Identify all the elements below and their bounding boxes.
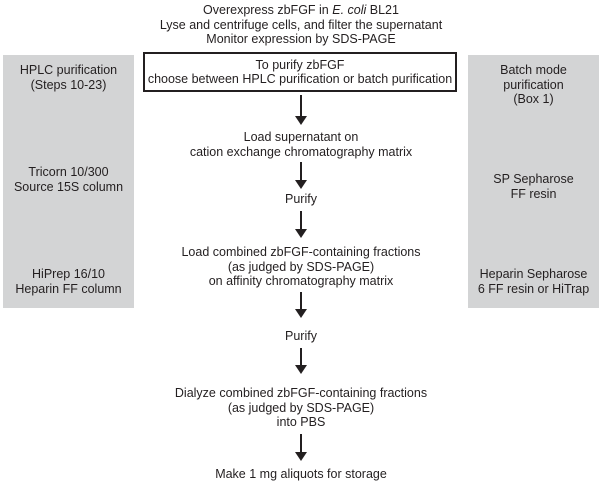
dialyze-line-3: into PBS bbox=[276, 415, 326, 429]
batch-panel-title: Batch mode purification (Box 1) bbox=[470, 63, 597, 107]
arrow-down-icon bbox=[294, 162, 308, 189]
arrow-down-icon bbox=[294, 292, 308, 318]
arrow-head bbox=[295, 229, 307, 238]
step-dialyze: Dialyze combined zbFGF-containing fracti… bbox=[146, 386, 456, 430]
step-purify-1: Purify bbox=[285, 192, 317, 206]
arrow-head bbox=[295, 309, 307, 318]
arrow-shaft bbox=[300, 95, 302, 116]
hplc-title-line-1: HPLC purification bbox=[19, 63, 118, 77]
arrow-head bbox=[295, 116, 307, 125]
load-affinity-line-1: Load combined zbFGF-containing fractions bbox=[181, 245, 421, 259]
batch-title-line-2: purification bbox=[503, 77, 564, 92]
arrow-shaft bbox=[300, 211, 302, 229]
tricorn-column-line-2: Source 15S column bbox=[13, 179, 124, 194]
header-line-2: Lyse and centrifuge cells, and filter th… bbox=[159, 17, 443, 32]
load-affinity-line-3: on affinity chromatography matrix bbox=[208, 274, 394, 288]
step-load-cation-exchange: Load supernatant on cation exchange chro… bbox=[146, 130, 456, 159]
heparin-sepharose-line-1: Heparin Sepharose bbox=[479, 267, 588, 281]
arrow-head bbox=[295, 365, 307, 374]
heparin-sepharose-line-2: 6 FF resin or HiTrap bbox=[477, 281, 590, 296]
header-line-1-post: BL21 bbox=[366, 3, 399, 17]
sp-sepharose-line-2: FF resin bbox=[510, 186, 557, 201]
hplc-title-line-2: (Steps 10-23) bbox=[30, 77, 107, 92]
hplc-panel-bottom: HiPrep 16/10 Heparin FF column bbox=[5, 267, 132, 296]
arrow-down-icon bbox=[294, 348, 308, 374]
load-cation-line-1: Load supernatant on bbox=[243, 130, 359, 144]
arrow-head bbox=[295, 180, 307, 189]
dialyze-line-2: (as judged by SDS-PAGE) bbox=[227, 400, 375, 415]
step-make-aliquots: Make 1 mg aliquots for storage bbox=[215, 467, 387, 481]
arrow-down-icon bbox=[294, 95, 308, 125]
choice-box-line-2: choose between HPLC purification or batc… bbox=[147, 72, 453, 86]
arrow-down-icon bbox=[294, 211, 308, 238]
hplc-purification-panel: HPLC purification (Steps 10-23) Tricorn … bbox=[3, 55, 134, 308]
dialyze-line-1: Dialyze combined zbFGF-containing fracti… bbox=[174, 386, 428, 400]
tricorn-column-line-1: Tricorn 10/300 bbox=[28, 165, 109, 179]
step-load-affinity: Load combined zbFGF-containing fractions… bbox=[146, 245, 456, 289]
hiprep-column-line-2: Heparin FF column bbox=[15, 281, 122, 296]
header-text: Overexpress zbFGF in E. coli BL21 Lyse a… bbox=[0, 3, 602, 47]
purify-choice-box: To purify zbFGF choose between HPLC puri… bbox=[143, 52, 457, 92]
hiprep-column-line-1: HiPrep 16/10 bbox=[32, 267, 105, 281]
arrow-shaft bbox=[300, 434, 302, 452]
load-cation-line-2: cation exchange chromatography matrix bbox=[189, 144, 413, 159]
hplc-panel-title: HPLC purification (Steps 10-23) bbox=[5, 63, 132, 92]
batch-panel-bottom: Heparin Sepharose 6 FF resin or HiTrap bbox=[470, 267, 597, 296]
header-line-1: Overexpress zbFGF in E. coli BL21 bbox=[0, 3, 602, 18]
load-affinity-line-2: (as judged by SDS-PAGE) bbox=[227, 259, 375, 274]
header-line-3: Monitor expression by SDS-PAGE bbox=[206, 32, 396, 46]
arrow-shaft bbox=[300, 162, 302, 180]
hplc-panel-middle: Tricorn 10/300 Source 15S column bbox=[5, 165, 132, 194]
batch-title-line-1: Batch mode bbox=[500, 63, 567, 77]
batch-title-line-3: (Box 1) bbox=[513, 92, 554, 106]
arrow-head bbox=[295, 452, 307, 461]
arrow-shaft bbox=[300, 348, 302, 365]
header-line-1-italic: E. coli bbox=[332, 3, 367, 17]
step-purify-2: Purify bbox=[285, 329, 317, 343]
choice-box-line-1: To purify zbFGF bbox=[255, 57, 345, 72]
batch-purification-panel: Batch mode purification (Box 1) SP Sepha… bbox=[468, 55, 599, 308]
arrow-down-icon bbox=[294, 434, 308, 461]
arrow-shaft bbox=[300, 292, 302, 309]
header-line-1-pre: Overexpress zbFGF in bbox=[203, 3, 333, 17]
batch-panel-middle: SP Sepharose FF resin bbox=[470, 172, 597, 201]
sp-sepharose-line-1: SP Sepharose bbox=[493, 172, 574, 187]
